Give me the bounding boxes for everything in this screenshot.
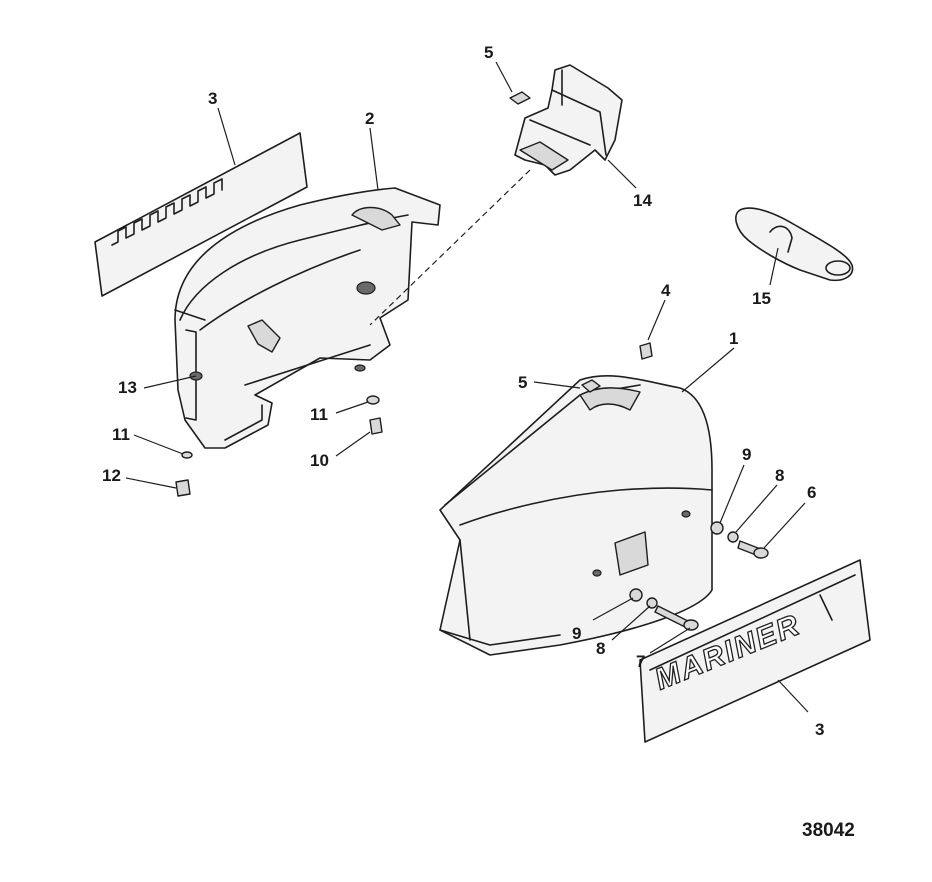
washer-upper bbox=[710, 521, 724, 535]
callout-decal-right: 3 bbox=[815, 720, 824, 739]
callout-bracket: 14 bbox=[633, 191, 652, 210]
clip-right bbox=[581, 379, 601, 393]
assembly-guide-line bbox=[369, 169, 531, 326]
lower-cowl-right bbox=[439, 375, 713, 656]
callout-screw-center: 10 bbox=[310, 451, 329, 470]
callout-washer-lower: 9 bbox=[572, 624, 581, 643]
callout-clip-right: 5 bbox=[518, 373, 527, 392]
callout-washer-upper: 9 bbox=[742, 445, 751, 464]
callout-bolt-upper: 6 bbox=[807, 483, 816, 502]
washer-left bbox=[181, 451, 193, 459]
callout-nut-left: 13 bbox=[118, 378, 137, 397]
screw-top bbox=[639, 342, 653, 360]
leader-lines bbox=[125, 61, 809, 713]
callout-washer-center: 11 bbox=[310, 405, 328, 424]
screw-left bbox=[175, 479, 191, 497]
lockwasher-lower bbox=[646, 597, 658, 609]
screw-center bbox=[369, 417, 383, 435]
callout-screw-left: 12 bbox=[102, 466, 121, 485]
clip-top bbox=[509, 91, 531, 105]
callout-decal-left: 3 bbox=[208, 89, 217, 108]
bolt-lower bbox=[654, 605, 699, 631]
lockwasher-upper bbox=[727, 531, 739, 543]
callout-lower-cowl-left: 2 bbox=[365, 109, 374, 128]
callout-clip-top: 5 bbox=[484, 43, 493, 62]
figure-number: 38042 bbox=[802, 820, 855, 841]
bolt-upper bbox=[737, 540, 769, 559]
washer-center bbox=[366, 395, 380, 405]
callout-lockwasher-upper: 8 bbox=[775, 466, 784, 485]
callout-handle: 15 bbox=[752, 289, 771, 308]
callout-lockwasher-lower: 8 bbox=[596, 639, 605, 658]
callouts: 3 2 5 14 15 4 1 5 13 11 10 11 12 9 8 6 9… bbox=[102, 43, 824, 739]
callout-lower-cowl-right: 1 bbox=[729, 329, 738, 348]
decal-left bbox=[94, 132, 308, 297]
callout-screw-top: 4 bbox=[661, 281, 671, 300]
bracket bbox=[514, 64, 623, 176]
callout-washer-left: 11 bbox=[112, 425, 130, 444]
callout-bolt-lower: 7 bbox=[636, 652, 645, 671]
lower-cowl-left bbox=[174, 187, 441, 449]
handle bbox=[735, 207, 854, 282]
